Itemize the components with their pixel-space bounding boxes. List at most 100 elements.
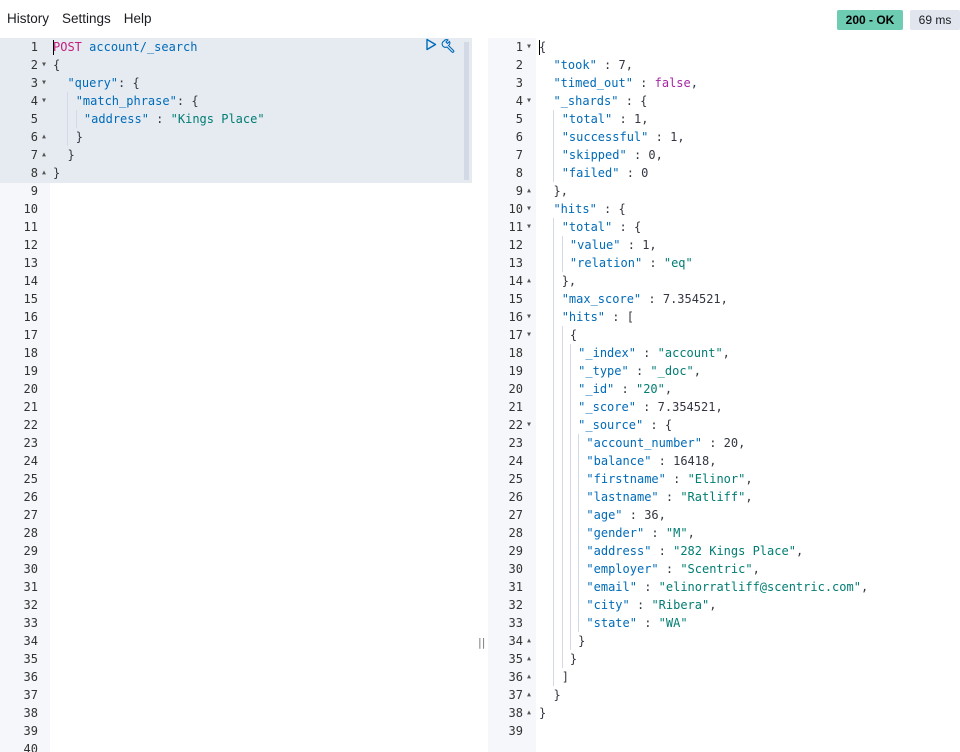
code-line[interactable]: 17▾ { [488, 326, 960, 344]
code-line[interactable]: 24 "balance" : 16418, [488, 452, 960, 470]
empty-line[interactable]: 24 [0, 452, 472, 470]
empty-line[interactable]: 21 [0, 398, 472, 416]
code-line[interactable]: 29 "address" : "282 Kings Place", [488, 542, 960, 560]
empty-line[interactable]: 27 [0, 506, 472, 524]
empty-line[interactable]: 9 [0, 182, 472, 200]
empty-line[interactable]: 22 [0, 416, 472, 434]
fold-toggle-icon[interactable]: ▾ [526, 95, 533, 106]
fold-toggle-icon[interactable]: ▴ [526, 653, 533, 664]
code-line[interactable]: 3 "timed_out" : false, [488, 74, 960, 92]
code-line[interactable]: 25 "firstname" : "Elinor", [488, 470, 960, 488]
code-line[interactable]: 12 "value" : 1, [488, 236, 960, 254]
empty-line[interactable]: 31 [0, 578, 472, 596]
code-line[interactable]: 31 "email" : "elinorratliff@scentric.com… [488, 578, 960, 596]
code-line[interactable]: 16▾ "hits" : [ [488, 308, 960, 326]
code-line[interactable]: 19 "_type" : "_doc", [488, 362, 960, 380]
fold-toggle-icon[interactable]: ▴ [526, 635, 533, 646]
empty-line[interactable]: 13 [0, 254, 472, 272]
code-line[interactable]: 2▾{ [0, 56, 472, 74]
code-line[interactable]: 11▾ "total" : { [488, 218, 960, 236]
code-line[interactable]: 5 "address" : "Kings Place" [0, 110, 472, 128]
fold-toggle-icon[interactable]: ▴ [41, 149, 48, 160]
code-line[interactable]: 34▴ } [488, 632, 960, 650]
code-line[interactable]: 5 "total" : 1, [488, 110, 960, 128]
fold-toggle-icon[interactable]: ▾ [526, 419, 533, 430]
code-line[interactable]: 37▴ } [488, 686, 960, 704]
code-line[interactable]: 22▾ "_source" : { [488, 416, 960, 434]
request-scrollbar[interactable] [464, 42, 469, 180]
code-line[interactable]: 20 "_id" : "20", [488, 380, 960, 398]
empty-line[interactable]: 16 [0, 308, 472, 326]
fold-toggle-icon[interactable]: ▴ [526, 185, 533, 196]
fold-toggle-icon[interactable]: ▾ [41, 77, 48, 88]
code-line[interactable]: 2 "took" : 7, [488, 56, 960, 74]
code-line[interactable]: 18 "_index" : "account", [488, 344, 960, 362]
empty-line[interactable]: 15 [0, 290, 472, 308]
pane-resizer-handle[interactable]: || [478, 636, 486, 649]
code-line[interactable]: 15 "max_score" : 7.354521, [488, 290, 960, 308]
empty-line[interactable]: 34 [0, 632, 472, 650]
fold-toggle-icon[interactable]: ▾ [526, 41, 533, 52]
play-icon[interactable] [425, 38, 437, 56]
code-line[interactable]: 8▴} [0, 164, 472, 182]
pane-divider[interactable] [472, 38, 488, 752]
code-line[interactable]: 7▴ } [0, 146, 472, 164]
code-line[interactable]: 36▴ ] [488, 668, 960, 686]
empty-line[interactable]: 17 [0, 326, 472, 344]
empty-line[interactable]: 40 [0, 740, 472, 752]
code-line[interactable]: 30 "employer" : "Scentric", [488, 560, 960, 578]
empty-line[interactable]: 28 [0, 524, 472, 542]
response-viewer[interactable]: 1▾{2 "took" : 7,3 "timed_out" : false,4▾… [488, 38, 960, 752]
empty-line[interactable]: 29 [0, 542, 472, 560]
fold-toggle-icon[interactable]: ▴ [526, 671, 533, 682]
menu-history[interactable]: History [7, 11, 50, 26]
empty-line[interactable]: 35 [0, 650, 472, 668]
empty-line[interactable]: 38 [0, 704, 472, 722]
code-line[interactable]: 10▾ "hits" : { [488, 200, 960, 218]
fold-toggle-icon[interactable]: ▴ [41, 167, 48, 178]
code-line[interactable]: 28 "gender" : "M", [488, 524, 960, 542]
code-line[interactable]: 6 "successful" : 1, [488, 128, 960, 146]
empty-line[interactable]: 11 [0, 218, 472, 236]
empty-line[interactable]: 37 [0, 686, 472, 704]
code-line[interactable]: 1▾{ [488, 38, 960, 56]
empty-line[interactable]: 39 [0, 722, 472, 740]
wrench-icon[interactable] [441, 38, 457, 56]
code-line[interactable]: 13 "relation" : "eq" [488, 254, 960, 272]
fold-toggle-icon[interactable]: ▾ [526, 329, 533, 340]
fold-toggle-icon[interactable]: ▴ [526, 689, 533, 700]
code-line[interactable]: 21 "_score" : 7.354521, [488, 398, 960, 416]
fold-toggle-icon[interactable]: ▾ [526, 221, 533, 232]
code-line[interactable]: 26 "lastname" : "Ratliff", [488, 488, 960, 506]
code-line[interactable]: 3▾ "query": { [0, 74, 472, 92]
empty-line[interactable]: 25 [0, 470, 472, 488]
fold-toggle-icon[interactable]: ▾ [41, 95, 48, 106]
menu-help[interactable]: Help [123, 11, 152, 26]
empty-line[interactable]: 23 [0, 434, 472, 452]
menu-settings[interactable]: Settings [62, 11, 111, 26]
code-line[interactable]: 23 "account_number" : 20, [488, 434, 960, 452]
code-line[interactable]: 33 "state" : "WA" [488, 614, 960, 632]
code-line[interactable]: 27 "age" : 36, [488, 506, 960, 524]
empty-line[interactable]: 19 [0, 362, 472, 380]
code-line[interactable]: 32 "city" : "Ribera", [488, 596, 960, 614]
code-line[interactable]: 4▾ "_shards" : { [488, 92, 960, 110]
empty-line[interactable]: 36 [0, 668, 472, 686]
empty-line[interactable]: 26 [0, 488, 472, 506]
empty-line[interactable]: 30 [0, 560, 472, 578]
empty-line[interactable]: 10 [0, 200, 472, 218]
empty-line[interactable]: 32 [0, 596, 472, 614]
fold-toggle-icon[interactable]: ▾ [41, 59, 48, 70]
code-line[interactable]: 39 [488, 722, 960, 740]
code-line[interactable]: 4▾ "match_phrase": { [0, 92, 472, 110]
empty-line[interactable]: 14 [0, 272, 472, 290]
code-line[interactable]: 14▴ }, [488, 272, 960, 290]
code-line[interactable]: 8 "failed" : 0 [488, 164, 960, 182]
empty-line[interactable]: 33 [0, 614, 472, 632]
fold-toggle-icon[interactable]: ▾ [526, 203, 533, 214]
fold-toggle-icon[interactable]: ▴ [526, 707, 533, 718]
code-line[interactable]: 38▴} [488, 704, 960, 722]
empty-line[interactable]: 20 [0, 380, 472, 398]
code-line[interactable]: 9▴ }, [488, 182, 960, 200]
